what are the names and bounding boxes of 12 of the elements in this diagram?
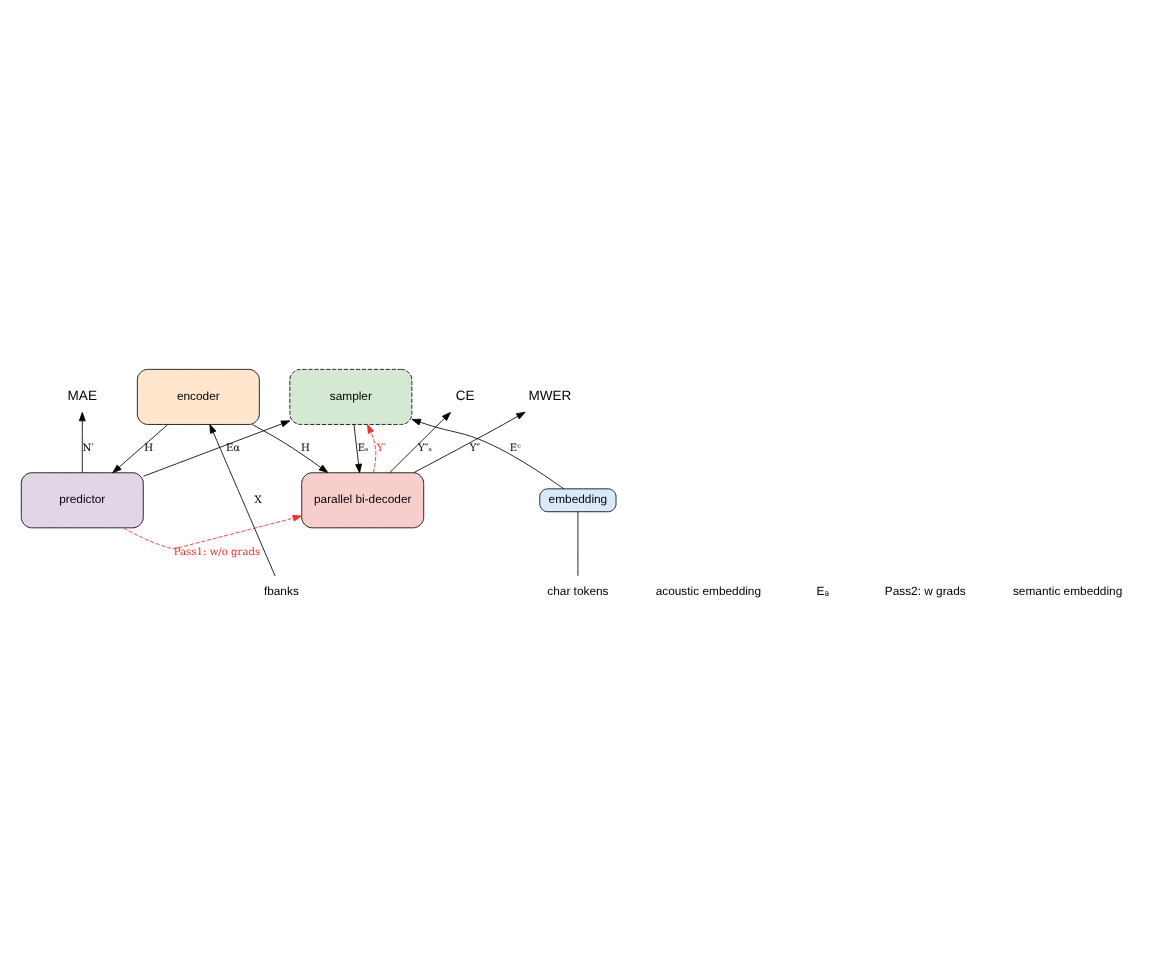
arrow xyxy=(112,424,169,474)
arrow xyxy=(389,411,451,474)
arrow xyxy=(367,424,377,474)
arrow xyxy=(413,411,526,474)
arrow xyxy=(143,420,291,477)
arrow xyxy=(353,424,362,474)
arrow xyxy=(78,411,86,474)
arrow xyxy=(411,418,565,490)
arrow xyxy=(251,424,329,473)
arrow xyxy=(209,424,276,577)
arrow xyxy=(123,514,302,550)
connector xyxy=(577,511,579,577)
